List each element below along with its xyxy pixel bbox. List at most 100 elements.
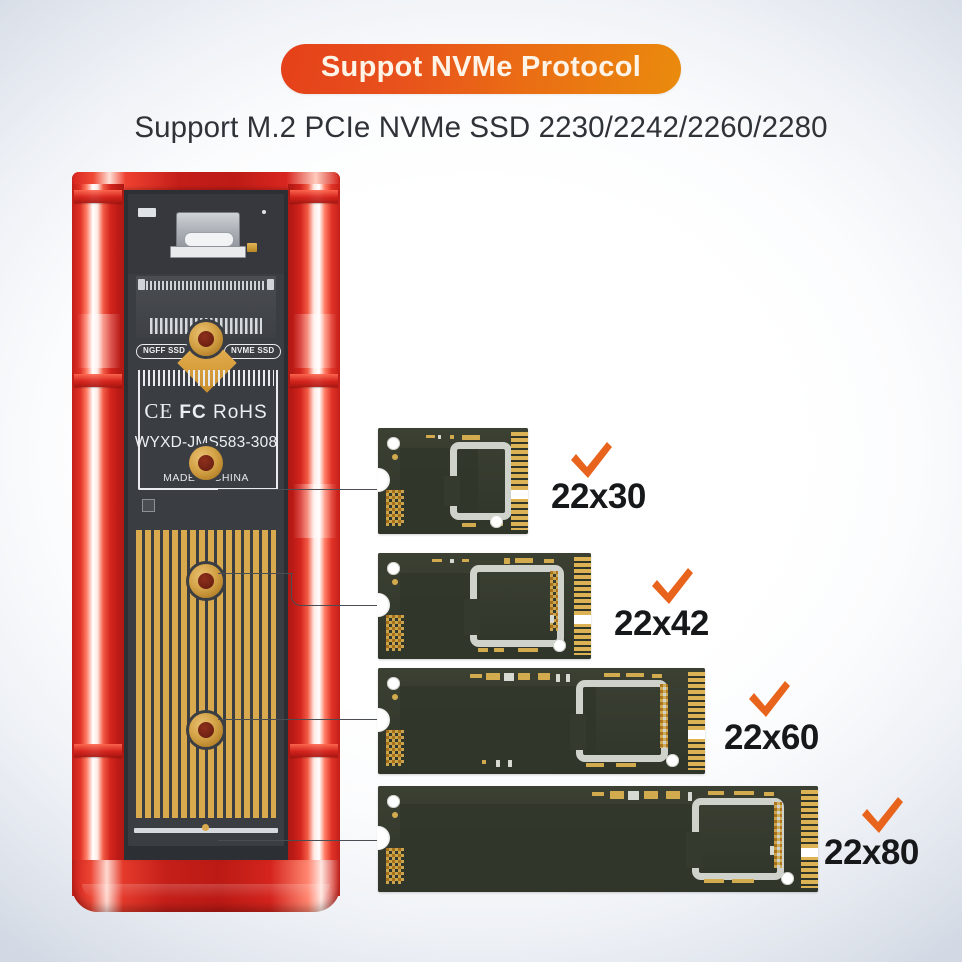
leader-line-2242-a: [218, 573, 293, 575]
left-rail-rib: [74, 374, 122, 387]
edge-connector-fingers: [688, 672, 705, 770]
smd-component: [450, 559, 454, 563]
smd-component: [644, 791, 658, 799]
right-rail-rib: [290, 190, 338, 203]
smd-component: [478, 648, 488, 652]
ssd-enclosure: NGFF SSD NVME SSD CE FC RoHS WYXD-JMS583…: [72, 172, 340, 912]
header: Suppot NVMe Protocol Support M.2 PCIe NV…: [0, 0, 962, 145]
ssd-module-2280: [377, 786, 818, 892]
shield-opening: [444, 476, 460, 506]
test-pad-array: [386, 490, 404, 526]
smd-component: [626, 673, 644, 677]
via-column: [774, 802, 782, 868]
smd-component: [462, 523, 476, 527]
smd-component: [494, 648, 504, 652]
smd-component: [616, 763, 636, 767]
smd-component: [556, 674, 560, 682]
screw-hole: [666, 754, 679, 767]
smd-component: [432, 559, 442, 562]
smd-component: [462, 559, 469, 562]
via-column: [660, 684, 668, 748]
screw-hole: [387, 437, 400, 450]
smd-component: [504, 558, 510, 564]
right-rail-glass: [288, 184, 340, 896]
connector-key-notch: [511, 490, 528, 499]
right-rail-rib: [290, 744, 338, 757]
shield-opening: [686, 832, 702, 868]
smd-component: [544, 559, 554, 563]
left-rail-rib: [74, 190, 122, 203]
pcb-solder-dot: [202, 824, 209, 831]
smd-component: [450, 435, 454, 439]
silkscreen-comb: [138, 370, 274, 386]
smd-component: [566, 674, 570, 682]
ssd-pcb-2242: [378, 553, 591, 659]
enclosure-left-rail: [72, 184, 124, 896]
checkmark-icon-2280: [858, 795, 906, 837]
ssd-pcb-2260: [378, 668, 705, 774]
shield-opening: [570, 714, 586, 750]
smd-component: [138, 208, 156, 217]
size-label-2260: 22x60: [724, 718, 819, 757]
leader-line-2280: [218, 840, 383, 842]
shield-opening: [464, 599, 480, 635]
controller-shield: [692, 798, 784, 880]
smd-component: [604, 673, 620, 677]
checkmark-icon-2230: [567, 440, 615, 482]
certification-row: CE FC RoHS: [128, 399, 284, 424]
controller-shield: [576, 680, 668, 762]
socket-tab: [267, 279, 274, 290]
smd-component: [518, 648, 538, 652]
smd-component: [438, 435, 441, 439]
smd-component: [586, 763, 604, 767]
size-label-2280: 22x80: [824, 833, 919, 872]
leader-line-2230: [218, 489, 378, 491]
smd-component: [508, 760, 512, 767]
via-hole: [392, 694, 398, 700]
screw-hole: [387, 677, 400, 690]
via-column: [550, 571, 558, 631]
nand-chip: [400, 686, 596, 762]
checkmark-icon-2242: [648, 566, 696, 608]
ssd-module-2260: [377, 668, 705, 774]
socket-pin-row: [146, 281, 266, 290]
thermal-pad-edge: [136, 818, 276, 824]
usb-c-base-plate: [170, 246, 246, 258]
connector-key-notch: [688, 730, 705, 739]
ssd-mount-notch: [377, 826, 390, 850]
rohs-mark: RoHS: [212, 402, 268, 423]
smd-component: [708, 791, 724, 795]
chip-marking: [142, 499, 155, 512]
enclosure-lid: [72, 172, 340, 190]
smd-component: [426, 435, 435, 438]
test-pad-array: [386, 615, 404, 651]
controller-pcb: NGFF SSD NVME SSD CE FC RoHS WYXD-JMS583…: [128, 194, 284, 846]
mounting-hole-2280: [189, 713, 223, 747]
leader-line-2242-b: [291, 573, 384, 606]
ssd-module-2230: [377, 428, 528, 534]
left-rail-notch: [78, 314, 120, 368]
subtitle-text: Support M.2 PCIe NVMe SSD 2230/2242/2260…: [134, 111, 828, 144]
right-rail-notch: [294, 314, 336, 368]
via-hole: [392, 454, 398, 460]
test-pad-array: [386, 848, 404, 884]
smd-component: [496, 760, 500, 767]
part-number-text: WYXD-JMS583-308: [134, 434, 278, 451]
left-rail-glass: [72, 184, 124, 896]
test-pad-array: [386, 730, 404, 766]
ssd-mount-notch: [377, 468, 390, 492]
ce-mark: CE: [144, 399, 174, 423]
enclosure-base: [72, 860, 340, 912]
smd-component: [734, 791, 754, 795]
nand-chip: [400, 448, 478, 520]
screw-hole: [490, 515, 503, 528]
thermal-pad-edge: [136, 524, 276, 530]
smd-gold-pad: [247, 243, 257, 252]
smd-component: [704, 879, 724, 883]
smd-component: [764, 792, 774, 796]
edge-connector-fingers: [574, 557, 591, 655]
smd-component: [486, 673, 500, 680]
screw-hole: [553, 639, 566, 652]
banner-title: Suppot NVMe Protocol: [280, 44, 682, 94]
smd-component: [470, 674, 482, 678]
